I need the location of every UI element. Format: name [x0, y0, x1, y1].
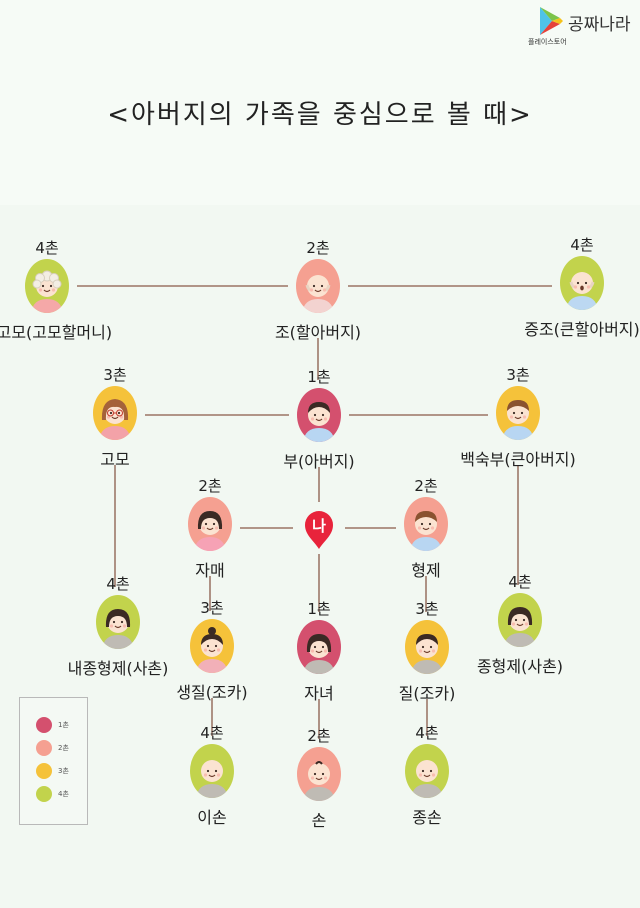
play-store-icon	[540, 7, 563, 35]
legend-dot-icon	[36, 717, 52, 733]
relation-label: 자녀	[304, 684, 334, 703]
relation-label: 손	[311, 811, 327, 830]
relation-label: 생질(조카)	[176, 683, 248, 702]
degree-label: 3촌	[200, 599, 224, 617]
legend-dot-icon	[36, 786, 52, 802]
degree-label: 4촌	[35, 239, 59, 257]
person-avatar-icon	[190, 619, 234, 673]
degree-label: 3촌	[415, 600, 439, 618]
me-pin[interactable]: 나	[302, 508, 336, 550]
relation-label: 부(아버지)	[283, 452, 355, 471]
person-avatar-icon	[405, 744, 449, 798]
degree-label: 4촌	[200, 724, 224, 742]
me-label: 나	[312, 517, 326, 535]
degree-label: 2촌	[306, 239, 330, 257]
brand-name: 공짜나라	[568, 15, 631, 35]
person-avatar-icon	[93, 386, 137, 440]
legend-label: 4촌	[58, 790, 69, 798]
legend: 1촌 2촌 3촌 4촌	[19, 697, 88, 825]
legend-dot-icon	[36, 740, 52, 756]
degree-label: 3촌	[103, 366, 127, 384]
relation-label: 내종형제(사촌)	[67, 659, 169, 678]
legend-label: 2촌	[58, 744, 69, 752]
relation-label: 종손	[412, 808, 442, 827]
degree-label: 1촌	[307, 368, 331, 386]
relation-label: 형제	[411, 561, 441, 580]
person-avatar-icon	[404, 497, 448, 551]
legend-label: 3촌	[58, 767, 69, 775]
person-avatar-icon	[498, 593, 542, 647]
person-avatar-icon	[297, 747, 341, 801]
relation-label: 대고모(고모할머니)	[0, 323, 113, 342]
header-band	[0, 0, 640, 205]
person-avatar-icon	[96, 595, 140, 649]
relation-label: 백숙부(큰아버지)	[460, 450, 576, 469]
relation-label: 증조(큰할아버지)	[524, 320, 640, 339]
degree-label: 2촌	[414, 477, 438, 495]
brand-subtitle: 플레이스토어	[528, 38, 567, 46]
degree-label: 4촌	[508, 573, 532, 591]
relation-label: 이손	[197, 808, 227, 827]
relation-label: 자매	[195, 561, 225, 580]
map-pin-icon: 나	[305, 511, 333, 549]
brand-logo[interactable]: 공짜나라 플레이스토어	[528, 6, 640, 46]
legend-dot-icon	[36, 763, 52, 779]
person-avatar-icon	[296, 259, 340, 313]
person-avatar-icon	[190, 744, 234, 798]
page-title: <아버지의 가족을 중심으로 볼 때>	[107, 100, 533, 130]
degree-label: 2촌	[307, 727, 331, 745]
degree-label: 2촌	[198, 477, 222, 495]
person-avatar-icon	[188, 497, 232, 551]
person-avatar-icon	[560, 256, 604, 310]
degree-label: 4촌	[415, 724, 439, 742]
degree-label: 4촌	[106, 575, 130, 593]
person-avatar-icon	[25, 259, 69, 313]
person-avatar-icon	[496, 386, 540, 440]
person-avatar-icon	[297, 620, 341, 674]
degree-label: 1촌	[307, 600, 331, 618]
degree-label: 3촌	[506, 366, 530, 384]
degree-label: 4촌	[570, 236, 594, 254]
person-avatar-icon	[297, 388, 341, 442]
relation-label: 조(할아버지)	[274, 323, 362, 342]
relation-label: 질(조카)	[398, 684, 456, 703]
relation-label: 종형제(사촌)	[476, 657, 564, 676]
relation-label: 고모	[100, 450, 130, 469]
person-avatar-icon	[405, 620, 449, 674]
legend-label: 1촌	[58, 721, 69, 729]
